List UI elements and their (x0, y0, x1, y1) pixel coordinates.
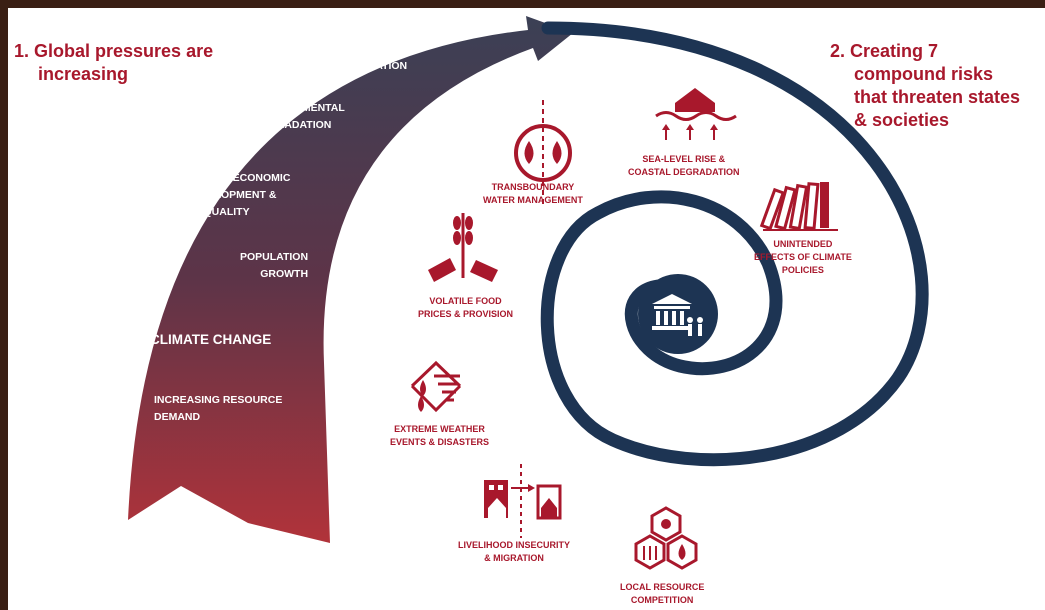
diagram-frame: 1. Global pressures are increasing 2. Cr… (8, 8, 1045, 610)
risk-climate-policies: UNINTENDED EFFECTS OF CLIMATE POLICIES (754, 238, 852, 277)
heading-line: 1. Global pressures are (14, 41, 214, 61)
heading-global-pressures: 1. Global pressures are increasing (14, 40, 213, 86)
state-building-people-icon (638, 274, 718, 354)
pressure-climate-change: CLIMATE CHANGE (150, 331, 271, 348)
heading-line: 2. Creating 7 (830, 41, 939, 61)
risk-line: EFFECTS OF CLIMATE (754, 252, 852, 262)
pressure-line: POPULATION (240, 251, 309, 263)
risk-line: COMPETITION (630, 595, 694, 605)
heading-line: & societies (854, 110, 950, 130)
risk-line: WATER MANAGEMENT (483, 195, 583, 205)
tornado-drops-icon (410, 360, 462, 413)
risk-line: LOCAL RESOURCE (620, 582, 705, 592)
pressure-line: DEGRADATION (254, 119, 332, 131)
heading-compound-risks: 2. Creating 7 compound risks that threat… (830, 40, 1020, 132)
pressure-line: UNEVEN ECONOMIC (186, 172, 291, 184)
risk-spiral (540, 21, 929, 467)
risk-line: EXTREME WEATHER (394, 424, 485, 434)
water-drops-icon (514, 100, 572, 204)
risk-line: POLICIES (781, 265, 824, 275)
risk-line: VOLATILE FOOD (429, 296, 502, 306)
pressure-line: DEVELOPMENT & (186, 189, 277, 201)
pressure-line: INEQUALITY (186, 206, 250, 218)
risk-line: LIVELIHOOD INSECURITY (458, 540, 571, 550)
risk-extreme-weather: EXTREME WEATHER EVENTS & DISASTERS (390, 423, 489, 449)
resource-hexagons-icon (634, 506, 698, 570)
wheat-price-tags-icon (428, 213, 498, 282)
risk-line: & MIGRATION (484, 553, 544, 563)
pressure-line: GROWTH (260, 268, 309, 280)
pressure-resource-demand: INCREASING RESOURCE DEMAND (154, 392, 282, 426)
diagram-graphics (128, 16, 929, 570)
migration-houses-icon (484, 464, 562, 538)
pressure-uneven-development: UNEVEN ECONOMIC DEVELOPMENT & INEQUALITY (186, 170, 290, 221)
heading-line: that threaten states (854, 87, 1021, 107)
risk-local-resource-competition: LOCAL RESOURCE COMPETITION (620, 581, 704, 607)
pressure-line: INCREASING RESOURCE (154, 394, 283, 406)
pressure-line: ENVIRONMENTAL (254, 102, 345, 114)
pressure-line: CLIMATE CHANGE (150, 332, 272, 347)
sea-level-rise-icon (655, 88, 737, 140)
risk-line: TRANSBOUNDARY (491, 182, 575, 192)
risk-livelihood-migration: LIVELIHOOD INSECURITY & MIGRATION (458, 539, 570, 565)
risk-transboundary-water: TRANSBOUNDARY WATER MANAGEMENT (483, 181, 583, 207)
pressure-arrow (128, 16, 573, 543)
heading-line: compound risks (854, 64, 994, 84)
pressure-environmental-degradation: ENVIRONMENTAL DEGRADATION (254, 100, 345, 134)
risk-line: EVENTS & DISASTERS (390, 437, 490, 447)
pressure-population-growth: POPULATION GROWTH (240, 249, 308, 283)
pressure-line: URBANIZATION (328, 60, 408, 72)
risk-sea-level-rise: SEA-LEVEL RISE & COASTAL DEGRADATION (628, 153, 740, 179)
pressure-line: DEMAND (154, 411, 201, 423)
pressure-urbanization: URBANIZATION (328, 58, 407, 75)
falling-dominoes-icon (759, 182, 838, 231)
risk-line: UNINTENDED (773, 239, 833, 249)
risk-line: PRICES & PROVISION (418, 309, 514, 319)
risk-line: COASTAL DEGRADATION (628, 167, 740, 177)
risk-line: SEA-LEVEL RISE & (642, 154, 726, 164)
risk-volatile-food-prices: VOLATILE FOOD PRICES & PROVISION (418, 295, 513, 321)
heading-line: increasing (38, 64, 129, 84)
